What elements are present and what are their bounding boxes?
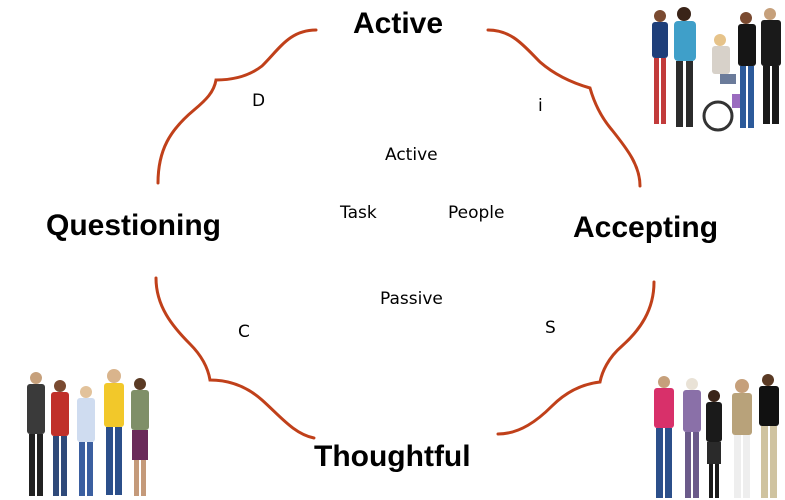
label-top-active: Active — [353, 7, 444, 40]
quadrant-letter-i: i — [538, 96, 543, 116]
center-label-people: People — [448, 203, 505, 223]
quadrant-letter-d: D — [252, 91, 266, 111]
bracket-top-left — [156, 28, 318, 185]
label-right-accepting: Accepting — [573, 211, 719, 244]
quadrant-letter-c: C — [238, 322, 250, 342]
bracket-bottom-left — [154, 276, 316, 440]
bracket-top-right — [486, 28, 642, 188]
people-group-image-bottom-left — [27, 369, 149, 496]
quadrant-letter-s: S — [545, 318, 556, 338]
center-label-active: Active — [385, 145, 438, 165]
people-group-image-bottom-right — [654, 374, 779, 498]
label-left-questioning: Questioning — [46, 209, 221, 242]
center-label-passive: Passive — [380, 289, 443, 309]
bracket-bottom-right — [496, 280, 656, 436]
people-group-image-top-right — [652, 7, 781, 132]
label-bottom-thoughtful: Thoughtful — [314, 440, 471, 473]
center-label-task: Task — [340, 203, 377, 223]
